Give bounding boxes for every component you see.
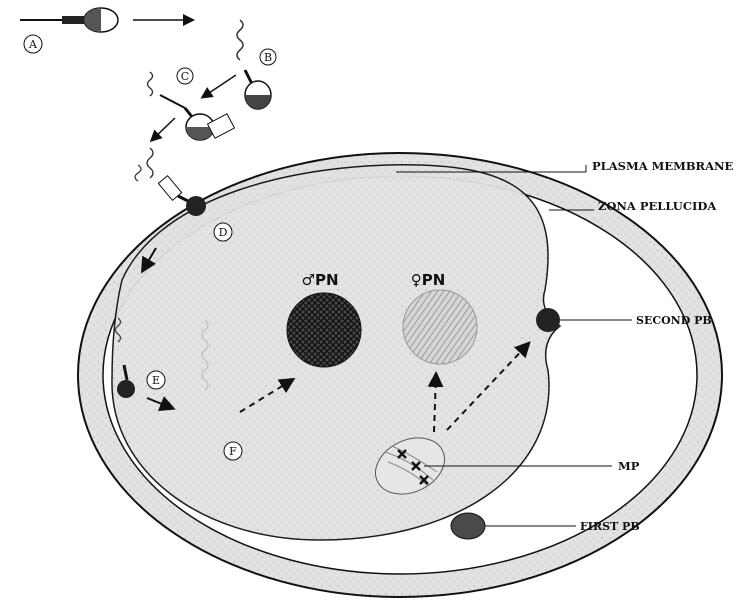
plasma-membrane-label: PLASMA MEMBRANE <box>592 159 734 173</box>
step-c-label: C <box>181 70 189 83</box>
female-pn-label: ♀PN <box>411 271 446 289</box>
step-d-label: D <box>219 226 228 239</box>
sperm-d <box>135 165 206 216</box>
step-c-marker: C <box>177 68 193 84</box>
sperm-c-arrow <box>152 118 175 140</box>
step-f-label: F <box>229 445 237 458</box>
second-polar-body <box>536 308 560 332</box>
zona-pellucida-label: ZONA PELLUCIDA <box>598 199 717 213</box>
first-polar-body <box>451 513 485 539</box>
step-e-label: E <box>152 374 160 387</box>
step-a-marker: A <box>24 35 42 53</box>
sperm-a <box>20 8 192 32</box>
step-e-marker: E <box>147 371 165 389</box>
first-pb-label: FIRST PB <box>580 520 640 533</box>
male-pn-label: ♂PN <box>302 271 339 289</box>
step-b-marker: B <box>260 49 276 65</box>
step-f-marker: F <box>224 442 242 460</box>
second-pb-label: SECOND PB <box>636 314 712 327</box>
sperm-b <box>203 20 271 109</box>
sperm-b-arrow <box>203 75 236 97</box>
step-d-marker: D <box>214 223 232 241</box>
step-b-label: B <box>264 51 272 64</box>
mp-label: MP <box>618 459 640 473</box>
step-a-label: A <box>28 38 38 51</box>
